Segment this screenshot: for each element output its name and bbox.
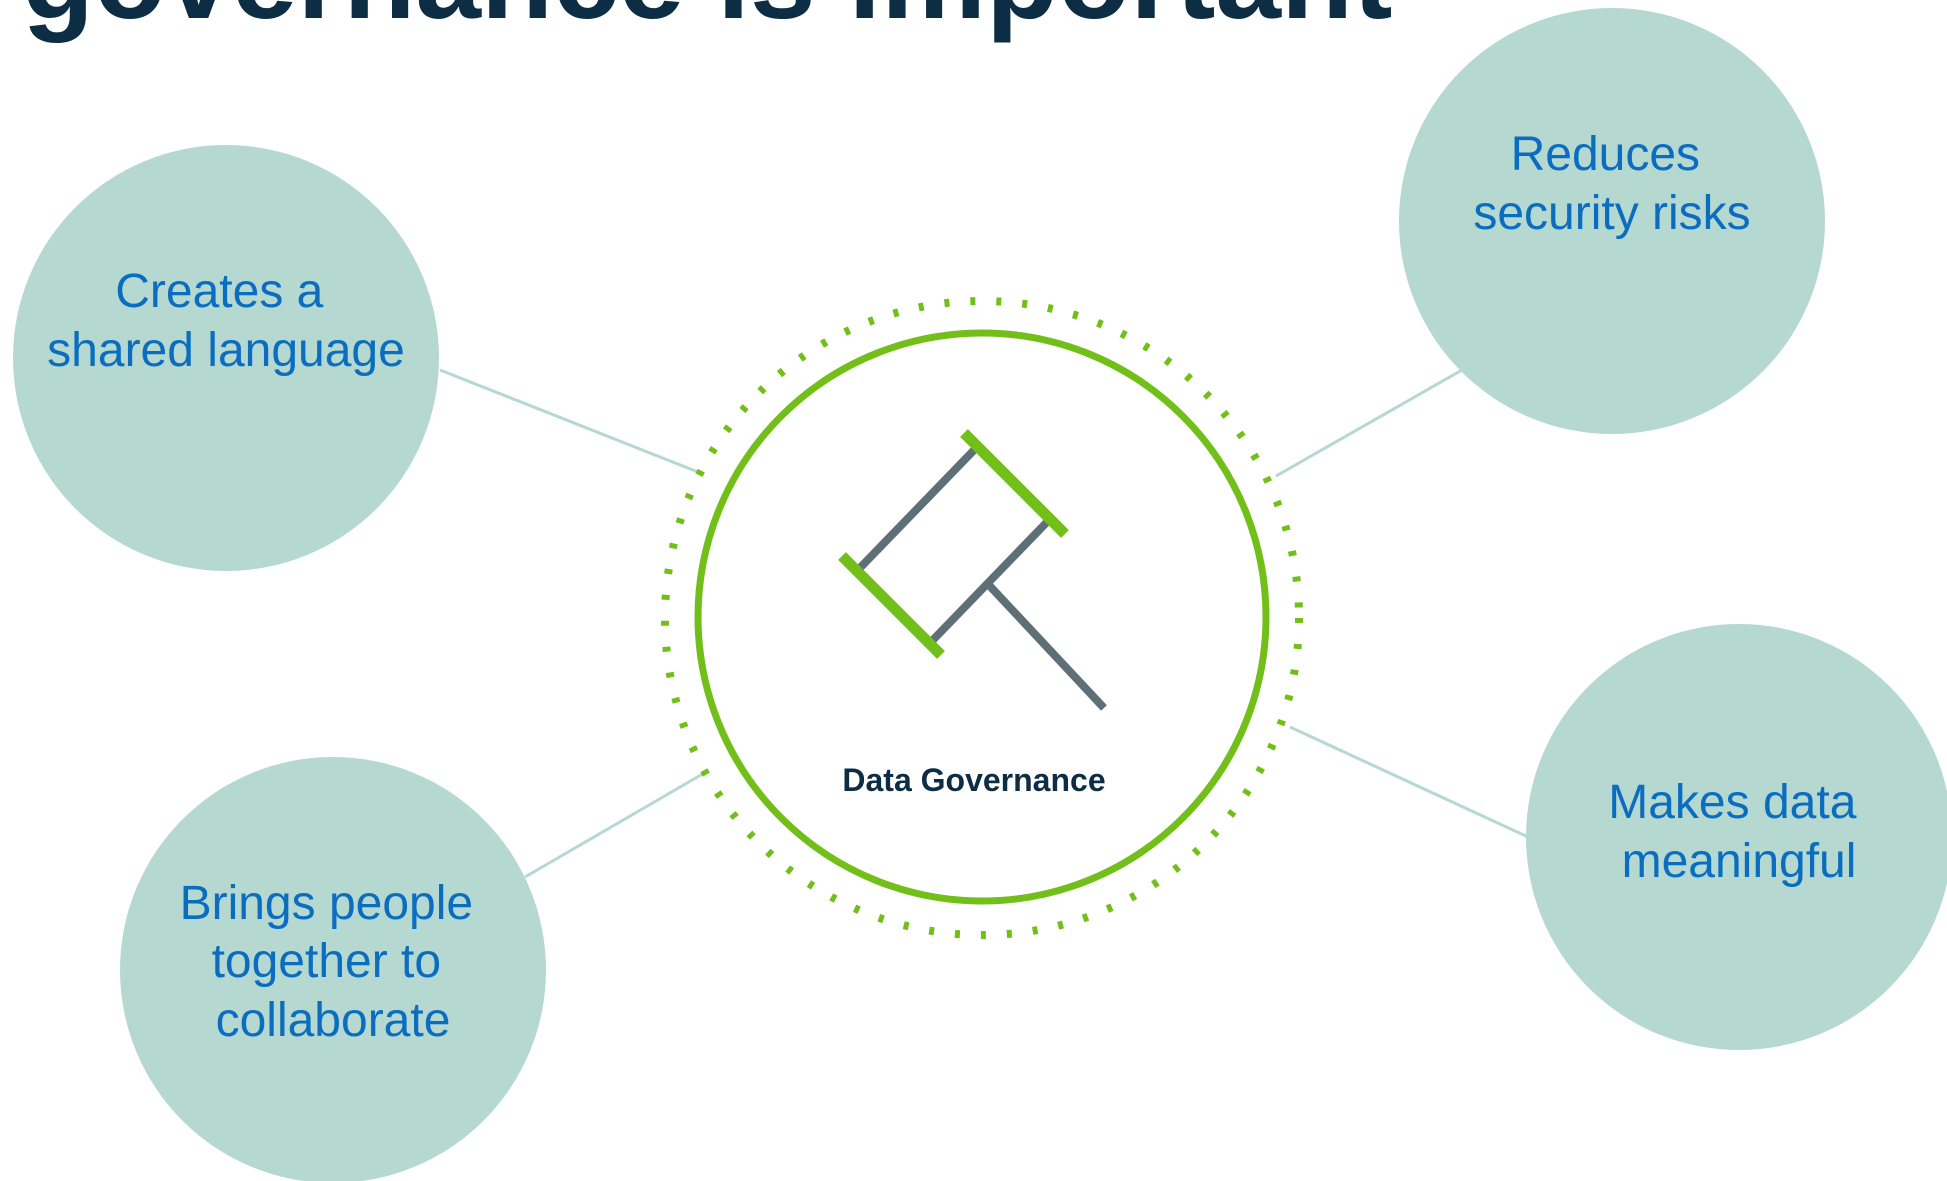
bubble-shape: [1399, 8, 1825, 434]
page-title: governance is important: [22, 0, 1392, 44]
svg-text:Brings people together t: Brings people together to collaborate: [180, 877, 487, 1047]
bubble-shape: [120, 757, 546, 1181]
bubble-line: security risks: [1473, 187, 1750, 240]
bubble-security: Reduces security risks: [1399, 8, 1825, 434]
svg-text:Makes data meaningful: Makes data meaningful: [1608, 776, 1869, 888]
connector-collaborate: [524, 770, 707, 879]
bubble-line: Makes data: [1608, 776, 1856, 829]
center-label: Data Governance: [842, 762, 1105, 798]
bubble-line: Reduces: [1511, 128, 1700, 181]
connector-meaningful: [1289, 725, 1529, 839]
bubble-shape: [1526, 624, 1947, 1050]
connector-security: [1275, 368, 1463, 478]
svg-text:Creates a shared languag: Creates a shared language: [47, 265, 405, 377]
bubble-line: Creates a: [115, 265, 323, 318]
connector-shared-language: [439, 368, 699, 474]
dotted-outer-ring: [661, 297, 1303, 939]
bubble-shape: [13, 145, 439, 571]
bubble-meaningful: Makes data meaningful: [1526, 624, 1947, 1050]
svg-text:Reduces security risks: Reduces security risks: [1473, 128, 1750, 240]
bubble-line: meaningful: [1622, 835, 1857, 888]
bubble-line: collaborate: [216, 994, 451, 1047]
inner-ring: [694, 329, 1270, 905]
bubble-shared-language: Creates a shared language: [13, 145, 439, 571]
bubble-line: shared language: [47, 324, 405, 377]
center-hub: Data Governance: [661, 297, 1303, 939]
gavel-icon: [838, 429, 1107, 711]
bubble-collaborate: Brings people together to collaborate: [120, 757, 546, 1181]
bubble-line: Brings people: [180, 877, 474, 930]
bubble-line: together to: [212, 935, 442, 988]
connectors: [439, 368, 1529, 879]
